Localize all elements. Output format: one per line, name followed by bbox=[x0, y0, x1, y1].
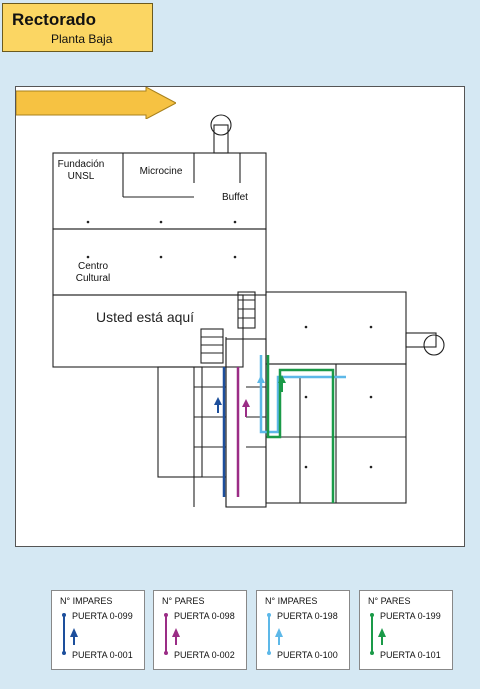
legend-top-door: PUERTA 0-199 bbox=[380, 611, 441, 621]
room-label-fundacion: Fundación UNSL bbox=[57, 159, 105, 182]
you-are-here-arrow bbox=[16, 87, 176, 119]
legend-title: N° IMPARES bbox=[265, 596, 318, 606]
legend-odd-lightblue: N° IMPARES PUERTA 0-198 PUERTA 0-100 bbox=[256, 590, 350, 670]
legend-top-door: PUERTA 0-099 bbox=[72, 611, 133, 621]
legend-route-line bbox=[267, 613, 283, 655]
legend-route-line bbox=[62, 613, 78, 655]
title-box: Rectorado Planta Baja bbox=[2, 3, 153, 52]
legend-top-door: PUERTA 0-198 bbox=[277, 611, 338, 621]
room-label-microcine: Microcine bbox=[139, 166, 183, 177]
room-label-buffet: Buffet bbox=[222, 192, 248, 203]
legend-bottom-door: PUERTA 0-100 bbox=[277, 650, 338, 660]
floor-plan: Fundación UNSL Microcine Buffet Centro C… bbox=[15, 86, 465, 547]
floor-plan-drawing bbox=[52, 114, 445, 508]
page-title: Rectorado bbox=[12, 10, 97, 29]
legend-title: N° PARES bbox=[162, 596, 205, 606]
legend-odd-blue: N° IMPARES PUERTA 0-099 PUERTA 0-001 bbox=[51, 590, 145, 670]
legend-bottom-door: PUERTA 0-001 bbox=[72, 650, 133, 660]
room-label-centro: Centro Cultural bbox=[75, 261, 111, 284]
page-subtitle: Planta Baja bbox=[51, 32, 113, 46]
legend-even-purple: N° PARES PUERTA 0-098 PUERTA 0-002 bbox=[153, 590, 247, 670]
legend-title: N° PARES bbox=[368, 596, 411, 606]
legend-even-green: N° PARES PUERTA 0-199 PUERTA 0-101 bbox=[359, 590, 453, 670]
you-are-here-label: Usted está aquí bbox=[96, 309, 195, 325]
legend-route-line bbox=[164, 613, 180, 655]
legend-route-line bbox=[370, 613, 386, 655]
legend-title: N° IMPARES bbox=[60, 596, 113, 606]
legend-bottom-door: PUERTA 0-002 bbox=[174, 650, 235, 660]
legend-top-door: PUERTA 0-098 bbox=[174, 611, 235, 621]
legend-bottom-door: PUERTA 0-101 bbox=[380, 650, 441, 660]
